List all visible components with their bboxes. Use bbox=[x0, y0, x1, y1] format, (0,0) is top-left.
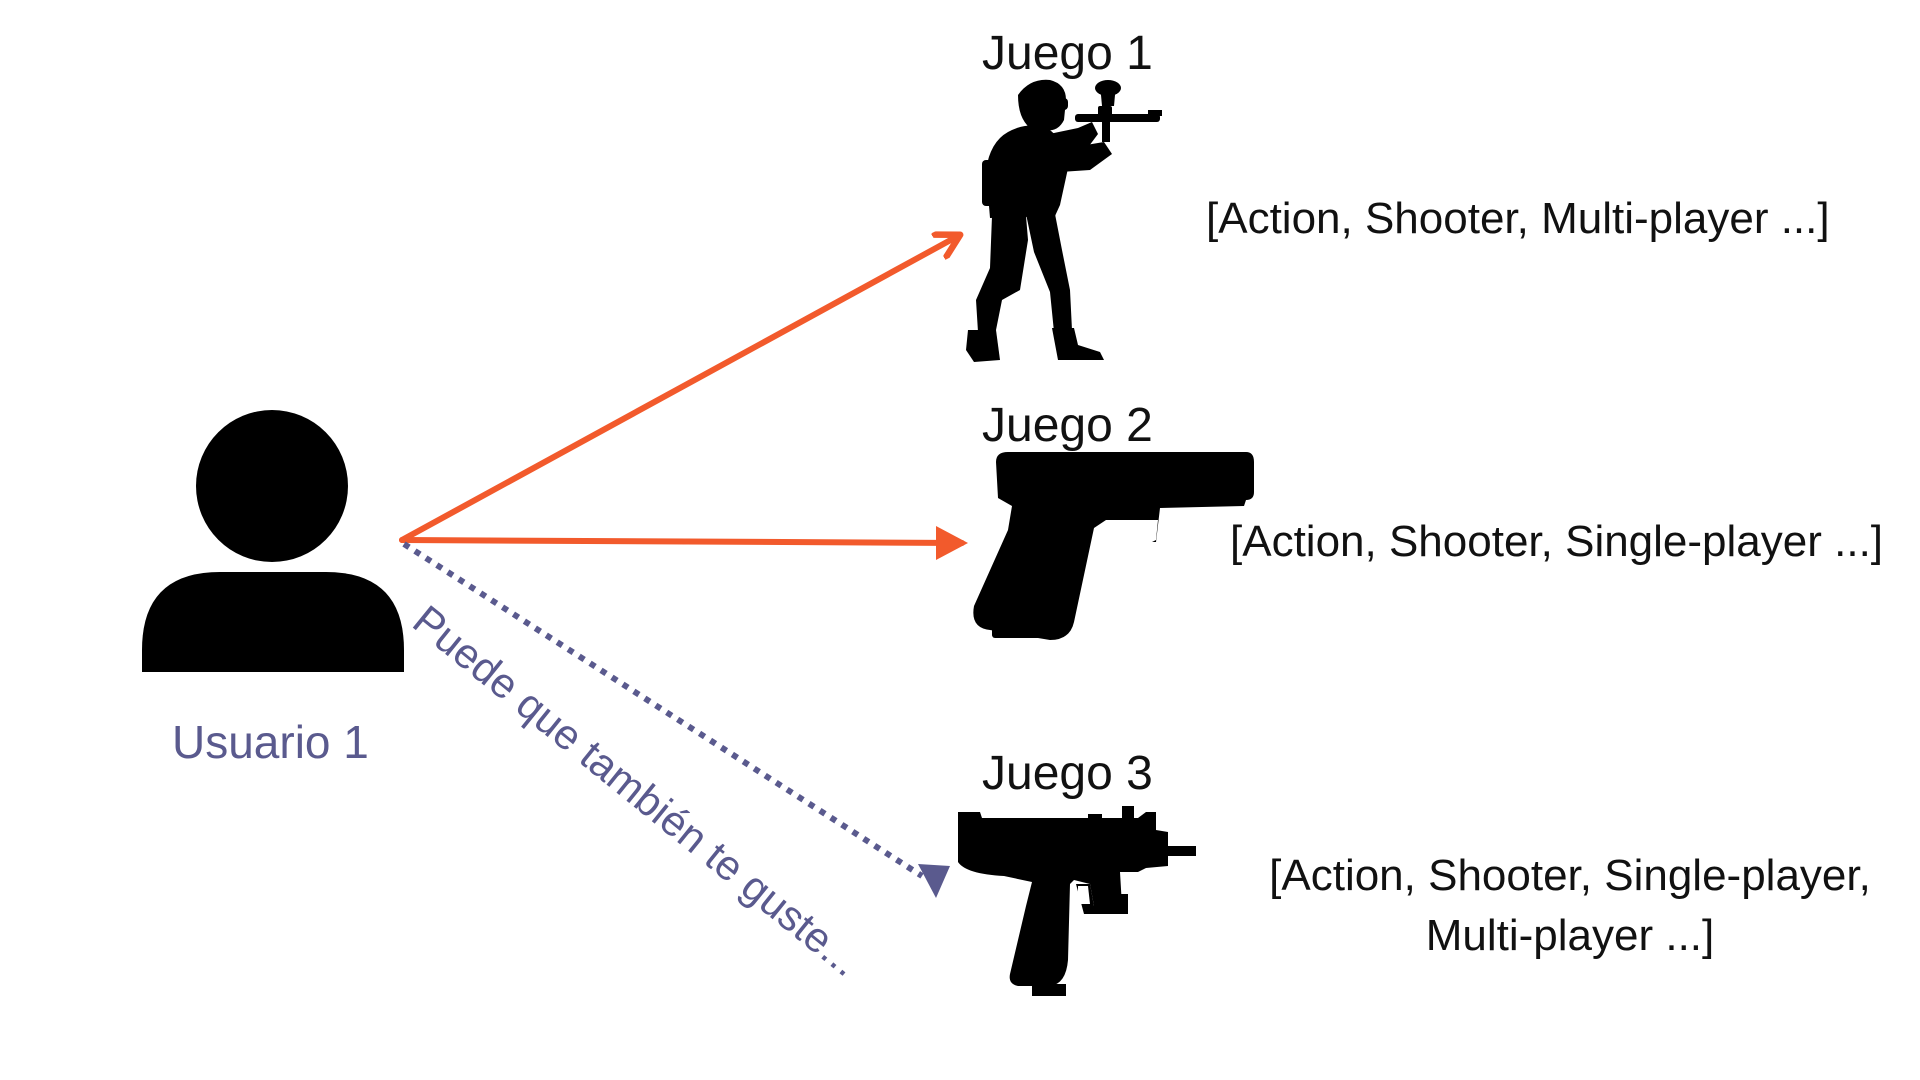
suggestion-arrow bbox=[402, 541, 924, 879]
submachine-gun-icon bbox=[958, 806, 1196, 996]
juego-3-tags: [Action, Shooter, Single-player, Multi-p… bbox=[1250, 846, 1890, 966]
juego-2-tags: [Action, Shooter, Single-player ...] bbox=[1230, 517, 1884, 566]
user-label: Usuario 1 bbox=[172, 716, 369, 768]
juego-3-tags-line-2: Multi-player ...] bbox=[1425, 911, 1715, 960]
arrow-to-juego-1 bbox=[399, 236, 958, 543]
arrow-to-juego-2 bbox=[399, 537, 965, 546]
person-icon bbox=[142, 410, 404, 672]
pistol-icon bbox=[973, 452, 1254, 640]
suggestion-arrow-head bbox=[918, 864, 950, 898]
paintball-soldier-icon bbox=[966, 79, 1162, 362]
juego-1-title: Juego 1 bbox=[982, 27, 1153, 80]
juego-3-tags-line-1: [Action, Shooter, Single-player, bbox=[1269, 851, 1871, 900]
arrow-head-juego-2 bbox=[936, 526, 968, 560]
juego-1-tags: [Action, Shooter, Multi-player ...] bbox=[1206, 194, 1830, 243]
juego-2-title: Juego 2 bbox=[982, 399, 1153, 452]
juego-3-title: Juego 3 bbox=[982, 747, 1153, 800]
